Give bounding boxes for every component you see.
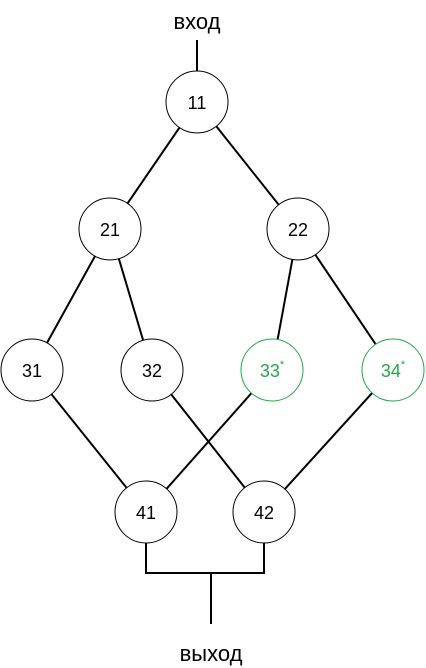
node-label: 34* [381,359,406,381]
node-34: 34* [361,338,425,402]
node-label: 31 [22,361,42,381]
node-label: 42 [254,503,274,523]
node-label: 21 [100,220,120,240]
io-lines [145,40,265,624]
input-label: вход [173,9,220,34]
output-merge-bracket [145,543,265,574]
node-circle [361,338,425,402]
node-42: 42 [232,480,296,544]
node-21: 21 [78,197,142,261]
node-22: 22 [266,197,330,261]
node-label: 22 [288,220,308,240]
node-33: 33* [240,338,304,402]
node-label: 41 [136,503,156,523]
node-31: 31 [0,338,64,402]
node-circle [0,338,64,402]
edge-34-42 [263,369,394,513]
node-circle [114,480,178,544]
node-label: 11 [188,93,207,113]
node-label: 32 [142,361,162,381]
node-circle [266,197,330,261]
nodes: 11 21 22 31 32 33* 34* 41 42 [0,70,425,544]
node-label: 33* [260,359,285,381]
connections [31,101,394,513]
node-11: 11 [165,70,229,134]
node-41: 41 [114,480,178,544]
node-circle [240,338,304,402]
node-circle [120,338,184,402]
output-label: выход [180,641,243,666]
node-circle [232,480,296,544]
node-32: 32 [120,338,184,402]
node-circle [78,197,142,261]
node-circle [165,70,229,134]
